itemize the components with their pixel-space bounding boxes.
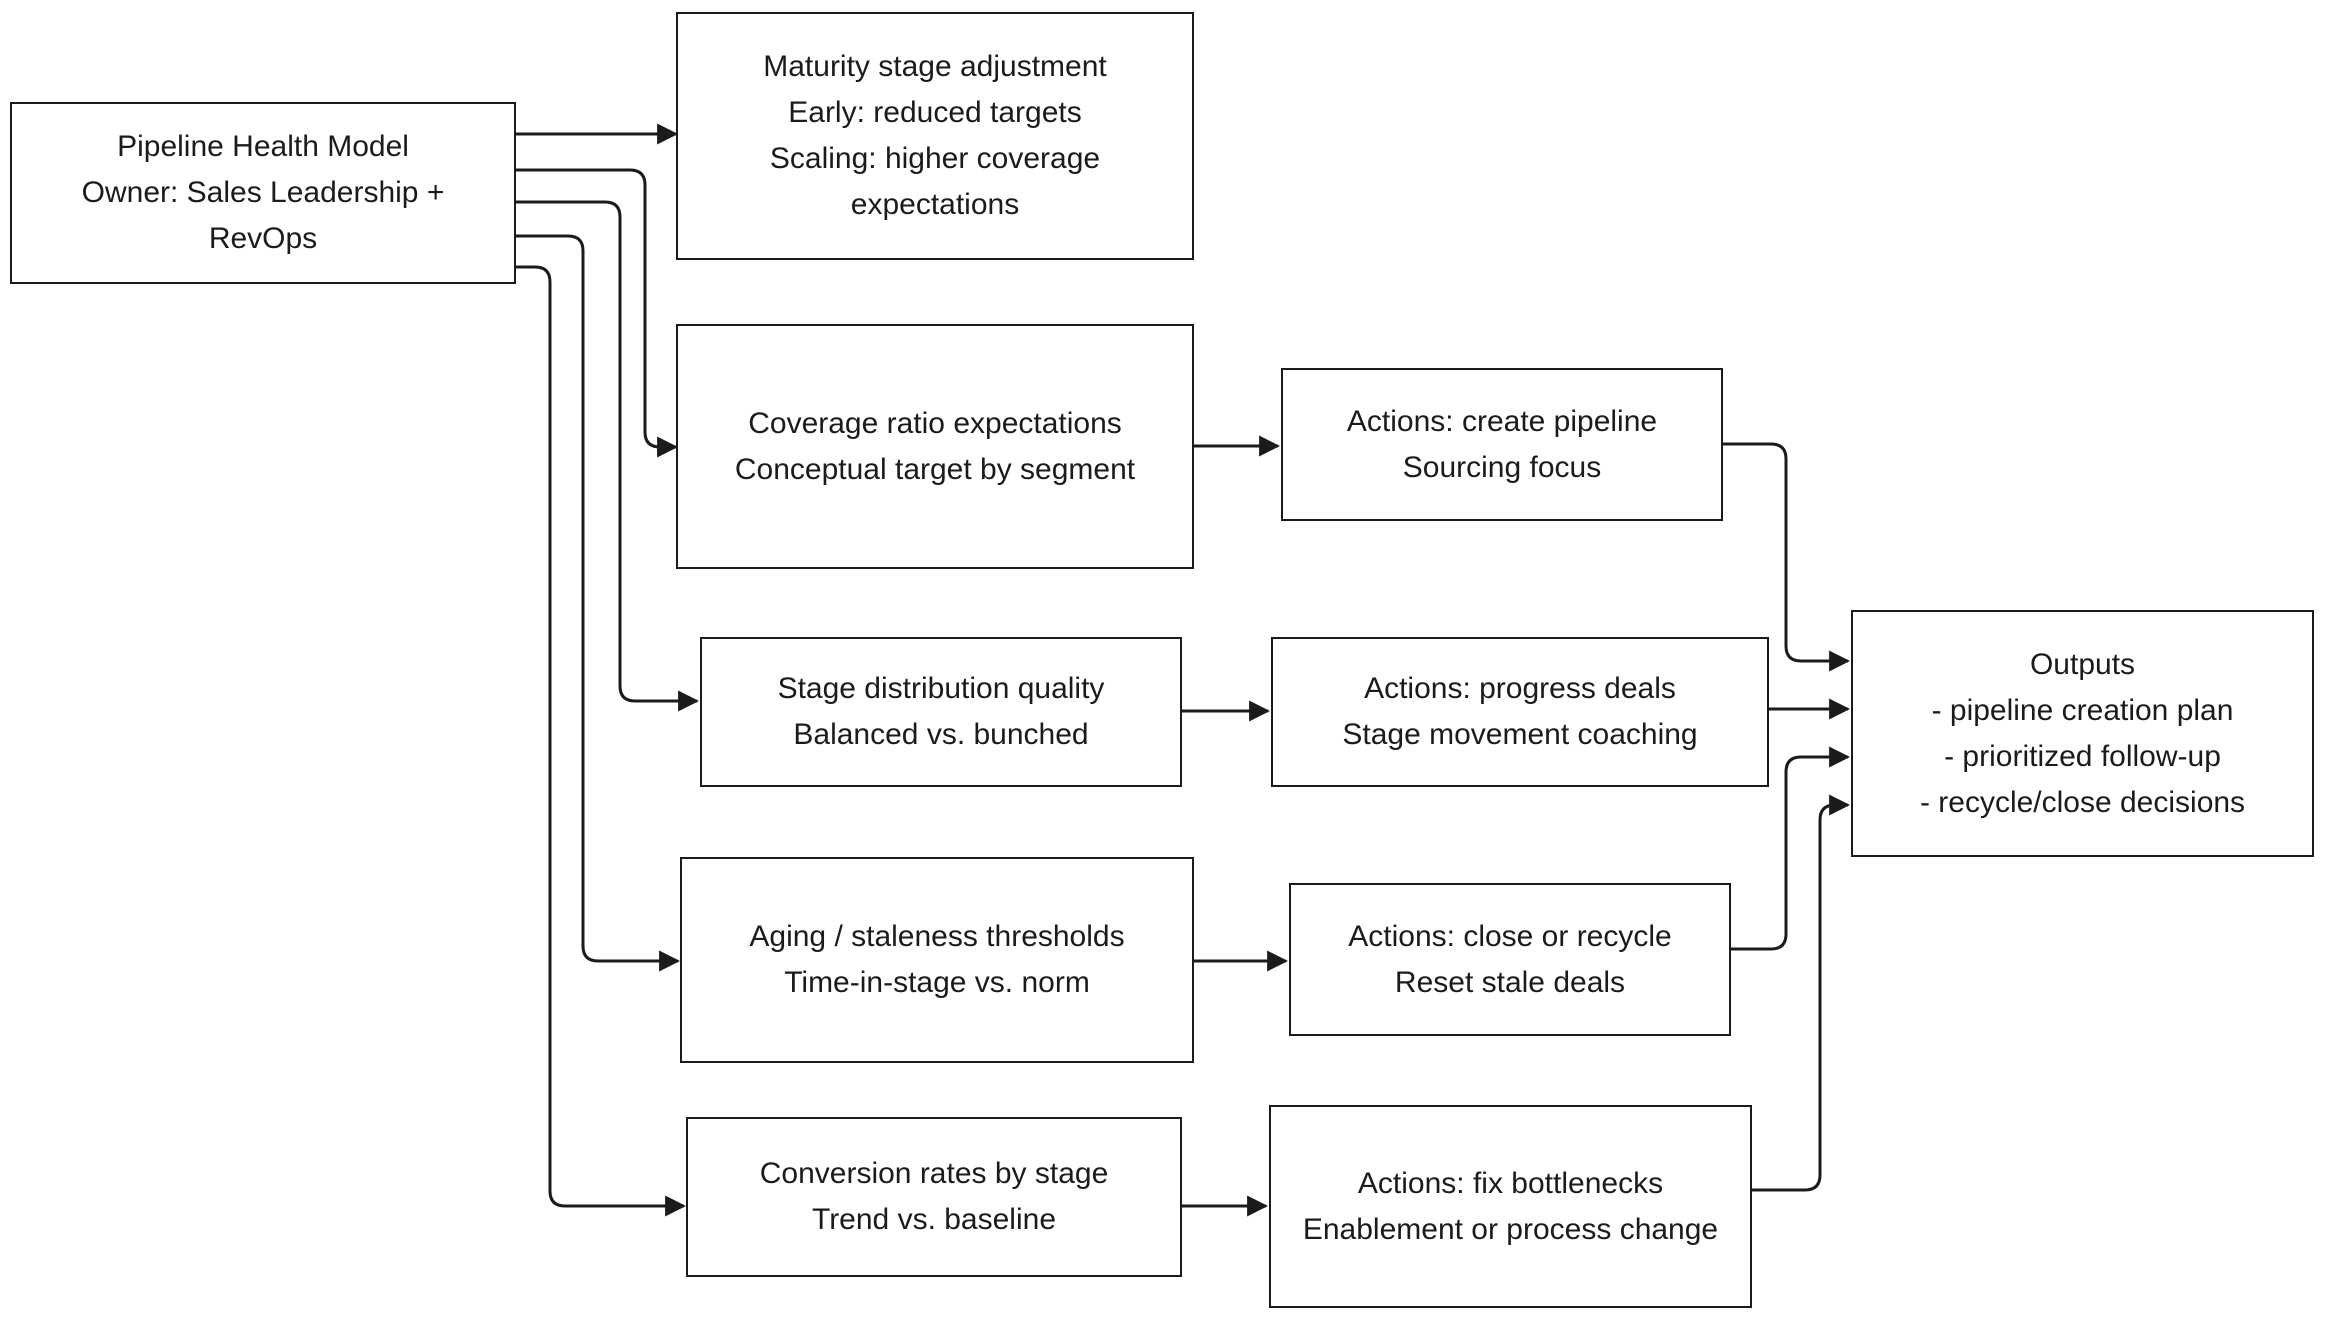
node-coverage-ratio-expectations[interactable]: Coverage ratio expectations Conceptual t… [676, 324, 1194, 569]
node-actions-fix-bottlenecks[interactable]: Actions: fix bottlenecks Enablement or p… [1269, 1105, 1752, 1308]
node-line: Owner: Sales Leadership + [81, 176, 445, 209]
node-line: Time-in-stage vs. norm [784, 966, 1090, 999]
edge-source-to-coverage [516, 168, 679, 458]
node-line: Actions: create pipeline [1346, 404, 1658, 438]
node-pipeline-health-model[interactable]: Pipeline Health Model Owner: Sales Leade… [10, 102, 516, 284]
node-line: Coverage ratio expectations [748, 406, 1122, 440]
node-line: - pipeline creation plan [1931, 693, 2234, 727]
node-line: Stage movement coaching [1342, 718, 1698, 751]
node-outputs[interactable]: Outputs - pipeline creation plan - prior… [1851, 610, 2314, 857]
node-line: Sourcing focus [1402, 450, 1602, 484]
node-line: Conversion rates by stage [759, 1157, 1109, 1190]
node-line: Outputs [2029, 647, 2136, 681]
node-line: Actions: close or recycle [1348, 919, 1672, 953]
node-line: Aging / staleness thresholds [749, 920, 1125, 953]
node-actions-create-pipeline[interactable]: Actions: create pipeline Sourcing focus [1281, 368, 1723, 521]
node-conversion-rates-by-stage[interactable]: Conversion rates by stage Trend vs. base… [686, 1117, 1182, 1277]
node-line: Conceptual target by segment [734, 452, 1136, 486]
edge-source-to-stage-distribution [516, 200, 700, 712]
node-actions-progress-deals[interactable]: Actions: progress deals Stage movement c… [1271, 637, 1769, 787]
node-maturity-stage-adjustment[interactable]: Maturity stage adjustment Early: reduced… [676, 12, 1194, 260]
edge-fix-bottlenecks-to-outputs [1752, 794, 1851, 1192]
node-line: Balanced vs. bunched [793, 718, 1089, 751]
node-line: Actions: progress deals [1364, 672, 1676, 705]
node-line: Actions: fix bottlenecks [1357, 1166, 1664, 1200]
node-line: Early: reduced targets [788, 96, 1082, 129]
node-aging-staleness-thresholds[interactable]: Aging / staleness thresholds Time-in-sta… [680, 857, 1194, 1063]
node-line: Stage distribution quality [777, 672, 1105, 705]
node-line: - recycle/close decisions [1919, 785, 2246, 819]
node-line: Pipeline Health Model [117, 130, 409, 163]
edge-create-pipeline-to-outputs [1723, 442, 1851, 672]
node-line: - prioritized follow-up [1944, 739, 2221, 773]
node-stage-distribution-quality[interactable]: Stage distribution quality Balanced vs. … [700, 637, 1182, 787]
node-line: Enablement or process change [1302, 1212, 1719, 1246]
node-line: Scaling: higher coverage expectations [769, 142, 1101, 221]
node-actions-close-or-recycle[interactable]: Actions: close or recycle Reset stale de… [1289, 883, 1731, 1036]
node-line: Reset stale deals [1394, 965, 1626, 999]
node-line: RevOps [208, 222, 318, 255]
edge-source-to-conversion [516, 265, 687, 1217]
node-line: Maturity stage adjustment [763, 50, 1107, 83]
edge-source-to-aging [516, 234, 681, 972]
node-line: Trend vs. baseline [811, 1203, 1056, 1236]
